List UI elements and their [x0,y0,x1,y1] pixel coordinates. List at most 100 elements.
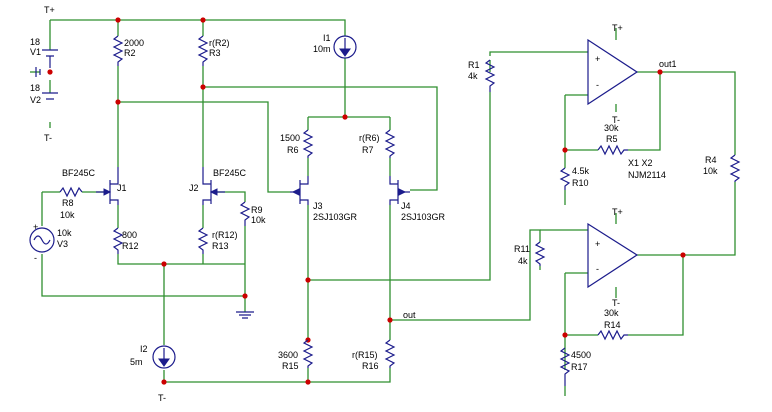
r13-name: R13 [212,241,229,251]
r1-name: R1 [468,60,480,70]
opamp-top-plus: + [595,54,600,64]
r3-value: r(R2) [209,38,230,48]
label-tminus-left: T- [44,133,52,143]
v3-name: V3 [57,239,68,249]
j4-name: J4 [401,201,411,211]
resistor-r1 [484,59,496,92]
current-source-i2 [152,345,176,369]
jfet-j4 [389,176,410,205]
r6-name: R6 [287,145,299,155]
opamp-bot-minus: - [596,264,599,274]
opamp-top-tplus: T+ [612,23,623,33]
r16-value: r(R15) [352,350,378,360]
r7-name: R7 [362,145,374,155]
r4-name: R4 [705,155,717,165]
j2-part: BF245C [213,168,247,178]
opamp-top [587,38,639,106]
r15-name: R15 [282,361,299,371]
resistor-r5 [597,144,628,156]
r15-value: 3600 [278,350,298,360]
resistor-r13 [197,227,209,254]
battery-v1 [42,49,58,68]
battery-v2 [35,67,58,100]
j2-name: J2 [189,183,199,193]
j3-name: J3 [313,201,323,211]
v2-name: V2 [30,95,41,105]
resistor-r15 [302,339,314,368]
r2-value: 2000 [124,38,144,48]
i1-name: I1 [323,33,331,43]
v3-plus: + [33,222,38,232]
resistor-r12 [112,227,124,254]
x-part: NJM2114 [628,170,666,180]
r3-name: R3 [209,48,221,58]
resistor-r11 [534,241,546,266]
jfet-j2 [202,167,225,205]
r6-value: 1500 [280,133,300,143]
v3-value: 10k [57,228,72,238]
opamp-bottom [587,222,639,289]
r8-value: 10k [60,210,75,220]
r5-value: 30k [604,123,619,133]
resistor-r17 [559,347,571,386]
r13-value: r(R12) [212,230,238,240]
r12-value: 800 [122,230,137,240]
opamp-top-tminus: T- [612,115,620,125]
current-source-i1 [333,35,357,59]
i2-value: 5m [130,357,143,367]
resistor-r10 [559,167,571,190]
r5-name: R5 [606,134,618,144]
opamp-bot-tminus: T- [612,298,620,308]
r14-value: 30k [604,308,619,318]
label-tplus-top: T+ [44,5,55,15]
r2-name: R2 [124,48,136,58]
resistor-r14 [597,329,628,341]
v3-minus: - [34,253,37,263]
label-out: out [403,310,416,320]
r10-name: R10 [572,178,589,188]
r9-name: R9 [251,205,263,215]
j1-name: J1 [117,183,127,193]
resistor-r4 [729,154,741,182]
resistor-r9 [239,201,251,226]
r12-name: R12 [122,241,139,251]
resistor-r16 [384,339,396,368]
j3-part: 2SJ103GR [313,212,358,222]
resistor-r3 [197,35,209,66]
r11-name: R11 [514,244,530,254]
r10-value: 4.5k [572,166,590,176]
jfet-j3 [290,176,309,205]
i2-name: I2 [140,344,148,354]
r17-value: 4500 [571,350,591,360]
v1-name: V1 [30,47,41,57]
jfet-j1 [96,167,119,205]
r16-name: R16 [362,361,379,371]
v2-value: 18 [30,83,40,93]
ac-source-v3 [29,227,55,253]
r4-value: 10k [703,166,718,176]
opamp-bot-tplus: T+ [612,207,623,217]
opamp-top-minus: - [596,80,599,90]
r1-value: 4k [468,71,478,81]
j1-part: BF245C [62,168,96,178]
opamp-bot-plus: + [595,239,600,249]
label-out1: out1 [659,59,677,69]
r8-name: R8 [62,198,74,208]
wires [30,19,736,396]
v1-value: 18 [30,37,40,47]
r17-name: R17 [571,362,588,372]
r7-value: r(R6) [359,133,380,143]
r9-value: 10k [251,215,266,225]
ground-symbol [236,311,254,319]
resistor-r8 [59,186,83,198]
resistor-r6 [302,129,314,158]
j4-part: 2SJ103GR [401,212,446,222]
r11-value: 4k [518,256,528,266]
junction-dots [47,17,686,385]
resistor-r7 [384,129,396,158]
i1-value: 10m [313,44,331,54]
r14-name: R14 [604,320,621,330]
resistor-r2 [112,35,124,66]
